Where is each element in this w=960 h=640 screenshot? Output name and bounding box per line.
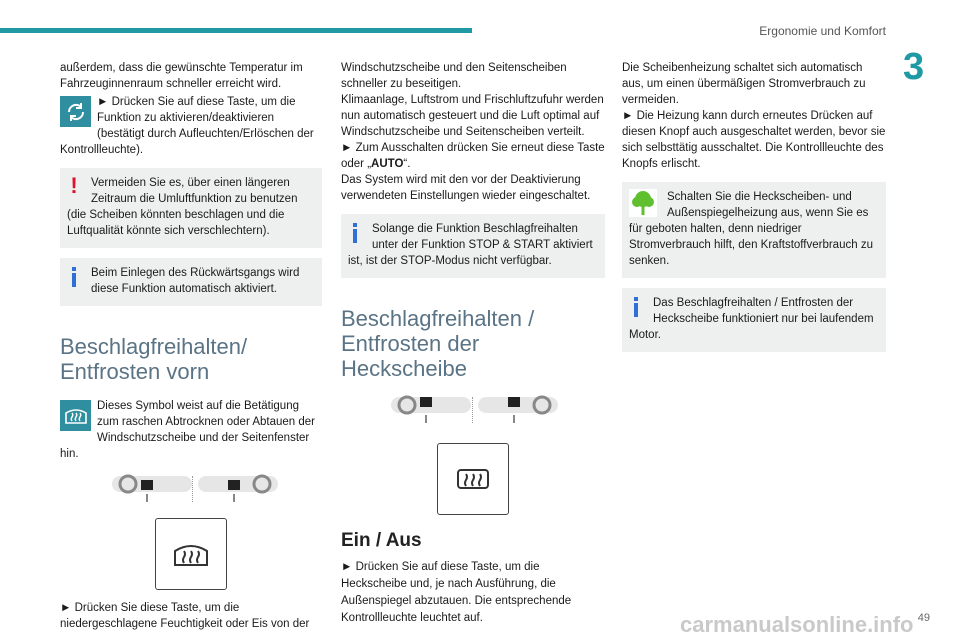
- eco-text: Schalten Sie die Heckscheiben- und Außen…: [629, 191, 873, 267]
- paragraph-text: ► Zum Ausschalten drücken Sie erneut die…: [341, 142, 605, 170]
- info-icon: [67, 265, 81, 293]
- warning-text: Vermeiden Sie es, über einen längeren Ze…: [67, 177, 298, 237]
- exclamation-icon: !: [70, 173, 78, 198]
- paragraph: ► Drücken Sie diese Taste, um die nieder…: [60, 602, 310, 630]
- info-text: Das Beschlagfreihalten / Entfrosten der …: [629, 297, 874, 341]
- paragraph: Die Scheibenheizung schaltet sich automa…: [622, 62, 866, 106]
- paragraph: außerdem, dass die gewünschte Temperatur…: [60, 62, 303, 90]
- section-heading: Beschlagfreihalten / Entfrosten der Heck…: [341, 306, 535, 381]
- section-heading: Beschlagfreihalten/ Entfrosten vorn: [60, 334, 248, 384]
- paragraph: Windschutzscheibe und den Seitenscheiben…: [341, 62, 567, 90]
- windshield-defrost-button[interactable]: [155, 518, 227, 590]
- auto-label: AUTO: [371, 158, 404, 170]
- paragraph-text: “.: [403, 158, 411, 170]
- warning-note: ! Vermeiden Sie es, über einen längeren …: [60, 168, 322, 248]
- steering-illustration: [60, 470, 322, 510]
- info-text: Solange die Funktion Beschlagfreihalten …: [348, 223, 593, 267]
- eco-note: Schalten Sie die Heckscheiben- und Außen…: [622, 182, 886, 278]
- rear-defrost-button[interactable]: [437, 443, 509, 515]
- subheading: Ein / Aus: [341, 530, 422, 551]
- info-icon: [348, 221, 362, 249]
- column-3: Die Scheibenheizung schaltet sich automa…: [622, 60, 886, 352]
- paragraph: ► Die Heizung kann durch erneutes Drücke…: [622, 110, 886, 170]
- column-2: Windschutzscheibe und den Seitenscheiben…: [341, 60, 605, 627]
- header-accent-bar: [0, 28, 472, 33]
- recirculation-icon: [60, 96, 91, 127]
- windshield-defrost-icon: [60, 400, 91, 431]
- page-number: 49: [917, 612, 930, 624]
- watermark: carmanualsonline.info: [680, 612, 914, 637]
- info-note: Beim Einlegen des Rückwärtsgangs wird di…: [60, 258, 322, 306]
- eco-leaf-icon: [629, 189, 657, 217]
- paragraph: Dieses Symbol weist auf die Betätigung z…: [60, 400, 316, 460]
- paragraph: ► Zum Ausschalten drücken Sie erneut die…: [341, 140, 605, 172]
- paragraph: Klimaanlage, Luftstrom und Frischluftzuf…: [341, 94, 604, 138]
- info-note: Das Beschlagfreihalten / Entfrosten der …: [622, 288, 886, 352]
- info-icon: [629, 295, 643, 323]
- paragraph: Das System wird mit den vor der Deaktivi…: [341, 174, 591, 202]
- column-1: außerdem, dass die gewünschte Temperatur…: [60, 60, 322, 632]
- paragraph: ► Drücken Sie auf diese Taste, um die Fu…: [60, 96, 314, 156]
- chapter-number: 3: [903, 46, 925, 88]
- chapter-title: Ergonomie und Komfort: [759, 24, 886, 38]
- info-text: Beim Einlegen des Rückwärtsgangs wird di…: [91, 267, 300, 295]
- steering-illustration: [341, 395, 605, 435]
- paragraph: ► Drücken Sie auf diese Taste, um die He…: [341, 561, 572, 624]
- info-note: Solange die Funktion Beschlagfreihalten …: [341, 214, 605, 278]
